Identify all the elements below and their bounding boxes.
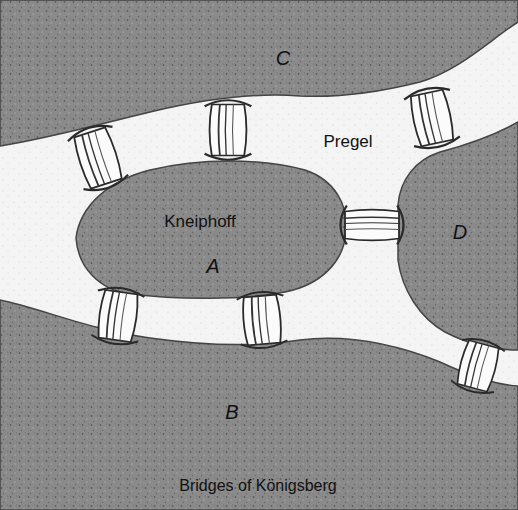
bridges xyxy=(66,84,506,397)
region-letter: A xyxy=(206,255,219,278)
region-letter: B xyxy=(225,401,238,424)
region-letter: C xyxy=(276,47,290,70)
kneiphoff-island xyxy=(76,161,346,298)
river-name: Pregel xyxy=(323,132,372,152)
island-name: Kneiphoff xyxy=(164,212,236,232)
region-letter: D xyxy=(453,221,467,244)
map-caption: Bridges of Königsberg xyxy=(179,477,336,495)
east-island xyxy=(398,122,518,350)
